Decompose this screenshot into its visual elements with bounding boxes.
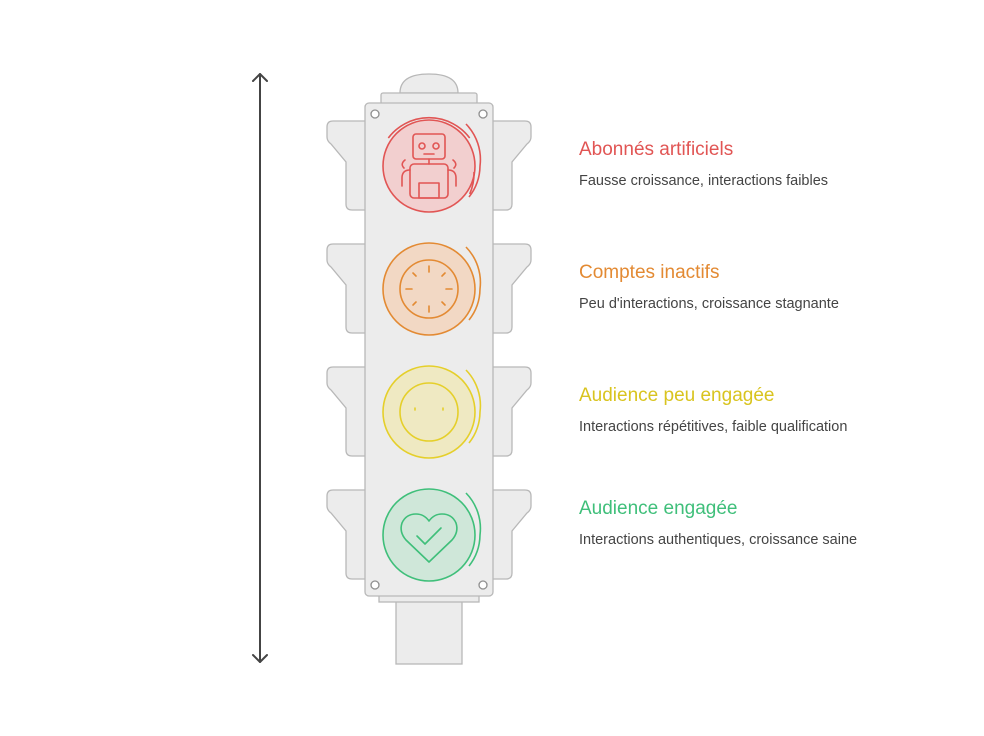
level-4-description: Interactions authentiques, croissance sa… xyxy=(579,532,858,548)
clock-icon xyxy=(399,259,459,319)
lamp-red xyxy=(382,116,482,213)
level-1-description: Fausse croissance, interactions faibles xyxy=(579,173,829,189)
neutral-face-icon xyxy=(399,382,459,442)
heart-check-icon xyxy=(400,513,458,563)
housing-screws xyxy=(370,109,488,590)
level-4-title: Audience engagée xyxy=(579,498,738,519)
level-1-title: Abonnés artificiels xyxy=(579,139,734,160)
vertical-double-arrow xyxy=(252,73,268,663)
traffic-light-housing xyxy=(326,73,532,665)
level-2-title: Comptes inactifs xyxy=(579,262,720,283)
level-3-label: Audience peu engagée Interactions répéti… xyxy=(579,385,879,437)
level-2-description: Peu d'interactions, croissance stagnante xyxy=(579,296,839,312)
level-3-title: Audience peu engagée xyxy=(579,385,775,406)
level-4-label: Audience engagée Interactions authentiqu… xyxy=(579,498,879,550)
lamp-green xyxy=(382,488,482,582)
robot-icon xyxy=(401,133,457,199)
level-2-label: Comptes inactifs Peu d'interactions, cro… xyxy=(579,262,879,314)
level-3-description: Interactions répétitives, faible qualifi… xyxy=(579,419,848,435)
lamp-orange xyxy=(382,242,482,336)
lamp-yellow xyxy=(382,365,482,459)
level-1-label: Abonnés artificiels Fausse croissance, i… xyxy=(579,139,879,191)
